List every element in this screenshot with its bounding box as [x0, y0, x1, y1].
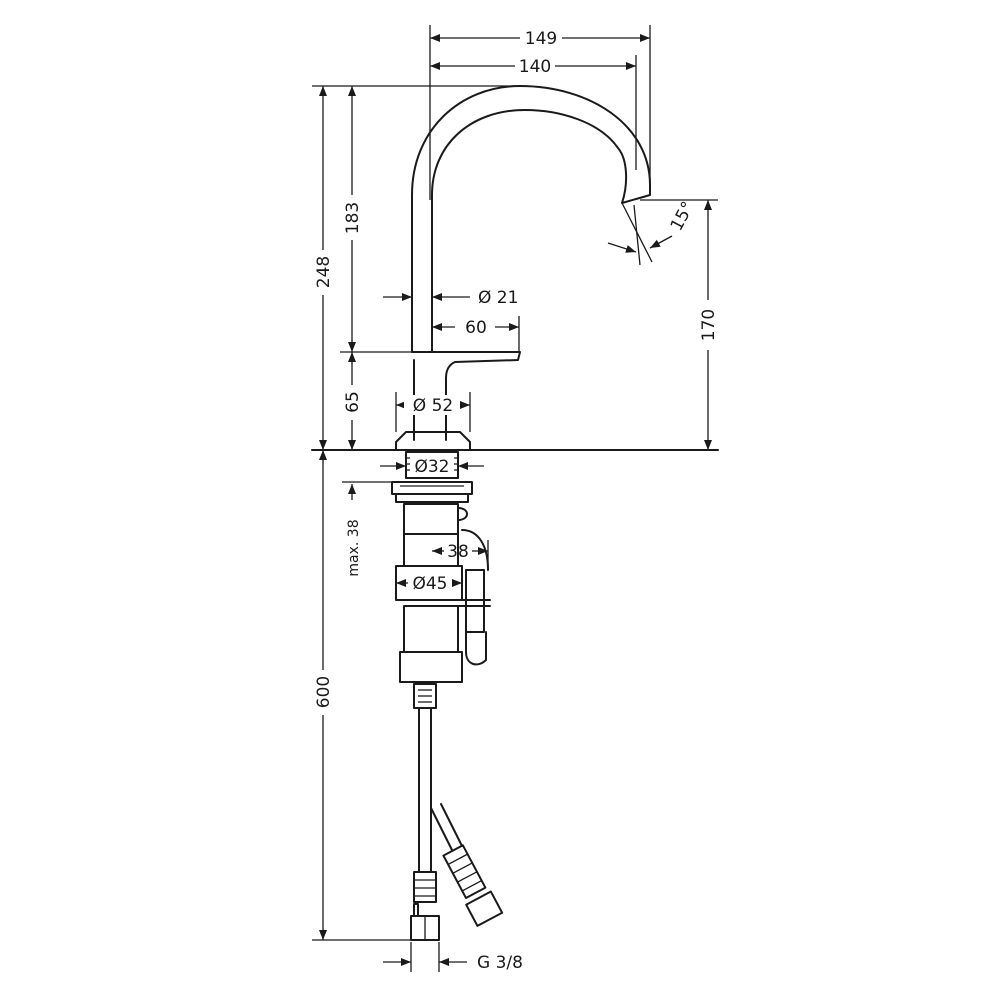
- dim-g38-label: G 3/8: [477, 953, 523, 973]
- dimension-g-3-8: G 3/8: [383, 942, 523, 973]
- dimension-183: 183: [343, 86, 363, 352]
- dimension-38: 38: [432, 540, 489, 570]
- dim-248-label: 248: [314, 256, 334, 288]
- dimension-15-degree: 15°: [607, 198, 699, 266]
- dim-140-label: 140: [519, 57, 551, 77]
- dim-60-label: 60: [465, 318, 487, 338]
- dim-15deg-label: 15°: [667, 198, 699, 234]
- dimension-diameter-45: Ø45: [396, 573, 462, 594]
- lower-body: [399, 605, 487, 683]
- dim-max38-label: max. 38: [346, 519, 362, 576]
- dimension-65: 65: [340, 351, 412, 450]
- dim-52-label: Ø 52: [413, 396, 453, 416]
- dim-600-label: 600: [314, 676, 334, 708]
- dimension-diameter-32: Ø32: [380, 456, 484, 477]
- dimension-140: 140: [430, 55, 637, 170]
- dimension-max-38: max. 38: [342, 481, 392, 577]
- dimension-149: 149: [429, 25, 651, 200]
- dimension-170: 170: [640, 199, 719, 450]
- dim-183-label: 183: [343, 202, 363, 234]
- dim-65-label: 65: [343, 391, 363, 413]
- dim-45-label: Ø45: [412, 574, 447, 594]
- mounting-nut: [391, 481, 473, 503]
- dim-170-label: 170: [699, 309, 719, 341]
- dim-32-label: Ø32: [414, 457, 449, 477]
- dimension-60: 60: [432, 316, 520, 352]
- dim-21-label: Ø 21: [478, 288, 518, 308]
- dimension-diameter-52: Ø 52: [395, 392, 471, 432]
- dim-38-label: 38: [447, 542, 469, 562]
- dim-149-label: 149: [525, 29, 557, 49]
- dimension-248: 248: [312, 85, 520, 450]
- dimension-600: 600: [312, 450, 412, 941]
- faucet-spout: [411, 85, 651, 353]
- supply-hose-straight: [410, 683, 440, 941]
- faucet-base-flange: [395, 431, 471, 451]
- supply-hose-angled: [430, 803, 504, 927]
- dimension-diameter-21: Ø 21: [383, 288, 518, 308]
